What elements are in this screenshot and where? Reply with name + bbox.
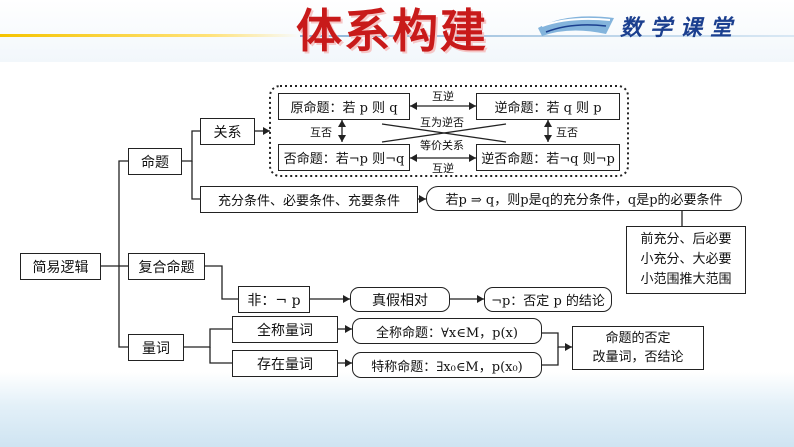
existential-proposition-label: 特称命题：∃x₀∈M，p(x₀) — [371, 359, 523, 375]
proposition-node-label: 命题 — [141, 154, 169, 171]
quantifier-node: 量词 — [128, 334, 184, 361]
brand-text: 数学课堂 — [620, 15, 741, 41]
conditions-tip-1: 前充分、后必要 — [640, 232, 732, 247]
conditions-tip-2: 小充分、大必要 — [640, 252, 732, 267]
conditions-detail-box: 若p ⇒ q，则p是q的充分条件，q是p的必要条件 — [426, 186, 742, 211]
book-logo-icon — [538, 16, 614, 36]
negation-result-node: ¬p：否定 p 的结论 — [484, 287, 612, 312]
edge-label-left: 互否 — [310, 126, 332, 139]
header-accent-line — [0, 34, 300, 37]
converse-proposition-text: 逆命题：若 q 则 p — [494, 101, 602, 116]
universal-quantifier-label: 全称量词 — [257, 322, 313, 339]
universal-quantifier-node: 全称量词 — [232, 316, 338, 343]
edge-label-cross-2: 等价关系 — [420, 139, 464, 152]
compound-node: 复合命题 — [128, 253, 205, 280]
contrapositive-proposition-box: 逆否命题：若¬q 则¬p — [476, 144, 620, 171]
edge-label-cross-1: 互为逆否 — [420, 116, 464, 129]
relation-node-label: 关系 — [213, 124, 242, 141]
existential-quantifier-node: 存在量词 — [232, 350, 338, 377]
inverse-proposition-text: 否命题：若¬p 则¬q — [283, 152, 405, 167]
universal-proposition-node: 全称命题：∀x∈M，p(x) — [352, 318, 542, 344]
edge-label-bottom: 互逆 — [432, 162, 454, 175]
conditions-detail-text: 若p ⇒ q，则p是q的充分条件，q是p的必要条件 — [445, 193, 723, 208]
page-title: 体系构建 — [296, 4, 488, 58]
conditions-tip-3: 小范围推大范围 — [640, 272, 732, 287]
quantifier-negation-line-2: 改量词，否结论 — [592, 350, 684, 365]
negation-result-label: ¬p：否定 p 的结论 — [491, 294, 605, 309]
header-band — [0, 0, 794, 62]
conditions-node-label: 充分条件、必要条件、充要条件 — [217, 194, 400, 209]
compound-node-label: 复合命题 — [138, 259, 195, 276]
header-rule — [300, 35, 794, 37]
conditions-node: 充分条件、必要条件、充要条件 — [200, 186, 418, 213]
quantifier-node-label: 量词 — [142, 340, 170, 357]
root-node-label: 简易逻辑 — [32, 259, 89, 276]
quantifier-negation-line-1: 命题的否定 — [605, 331, 671, 346]
negation-node: 非：¬ p — [238, 286, 310, 313]
proposition-node: 命题 — [128, 148, 182, 175]
contrapositive-proposition-text: 逆否命题：若¬q 则¬p — [481, 152, 615, 167]
truth-node-label: 真假相对 — [372, 292, 428, 309]
converse-proposition-box: 逆命题：若 q 则 p — [476, 93, 620, 120]
quantifier-negation-box: 命题的否定 改量词，否结论 — [572, 326, 704, 370]
existential-proposition-node: 特称命题：∃x₀∈M，p(x₀) — [352, 352, 542, 378]
original-proposition-box: 原命题：若 p 则 q — [278, 93, 410, 120]
negation-node-label: 非：¬ p — [247, 292, 301, 309]
inverse-proposition-box: 否命题：若¬p 则¬q — [278, 144, 410, 171]
truth-node: 真假相对 — [350, 287, 450, 312]
original-proposition-text: 原命题：若 p 则 q — [290, 101, 398, 116]
existential-quantifier-label: 存在量词 — [257, 356, 313, 373]
footer-landscape-band — [0, 372, 794, 447]
root-node: 简易逻辑 — [20, 253, 101, 280]
edge-label-right: 互否 — [556, 126, 578, 139]
edge-label-top: 互逆 — [432, 90, 454, 103]
relation-node: 关系 — [200, 118, 255, 145]
conditions-tips-box: 前充分、后必要 小充分、大必要 小范围推大范围 — [626, 226, 746, 294]
universal-proposition-label: 全称命题：∀x∈M，p(x) — [376, 325, 518, 341]
